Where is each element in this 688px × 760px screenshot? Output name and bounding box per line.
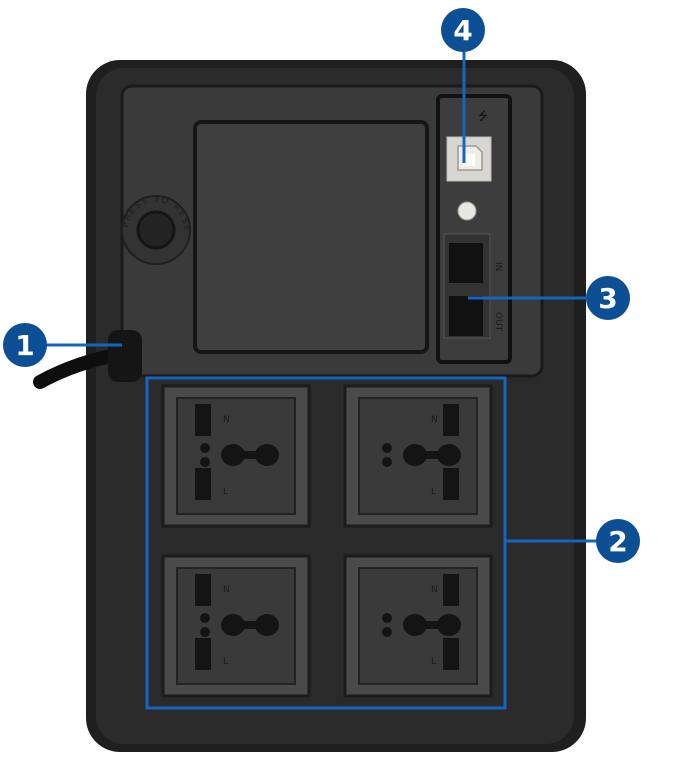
port-in-label: IN	[493, 262, 503, 271]
network-port-out[interactable]	[449, 296, 483, 336]
socket-neutral-label: N	[431, 585, 438, 595]
socket-live-label: L	[431, 487, 436, 497]
svg-text:3: 3	[598, 282, 617, 315]
usb-icon: ⭍	[478, 109, 488, 123]
usb-port[interactable]	[446, 136, 492, 182]
port-out-label: OUT	[493, 312, 503, 332]
sockets-highlight-box	[145, 376, 507, 710]
callout-badge-4: 4	[441, 8, 485, 52]
svg-text:2: 2	[608, 525, 627, 558]
network-port-in[interactable]	[449, 243, 483, 283]
socket-live-label: L	[223, 657, 228, 667]
callout-badge-2: 2	[596, 519, 640, 563]
ground-screw-icon	[457, 201, 477, 221]
label-plate	[193, 120, 429, 354]
output-socket[interactable]: NL	[161, 384, 311, 528]
cord-strain-relief	[108, 330, 142, 382]
svg-text:4: 4	[453, 14, 472, 47]
callout-badge-3: 3	[586, 276, 630, 320]
socket-live-label: L	[431, 657, 436, 667]
socket-neutral-label: N	[431, 415, 438, 425]
output-sockets: NL NL NL NL	[161, 384, 493, 698]
svg-text:1: 1	[15, 329, 34, 362]
socket-neutral-label: N	[223, 415, 230, 425]
socket-live-label: L	[223, 487, 228, 497]
output-socket[interactable]: NL	[343, 384, 493, 528]
output-socket[interactable]: NL	[161, 554, 311, 698]
socket-neutral-label: N	[223, 585, 230, 595]
callout-badge-1: 1	[3, 323, 47, 367]
output-socket[interactable]: NL	[343, 554, 493, 698]
